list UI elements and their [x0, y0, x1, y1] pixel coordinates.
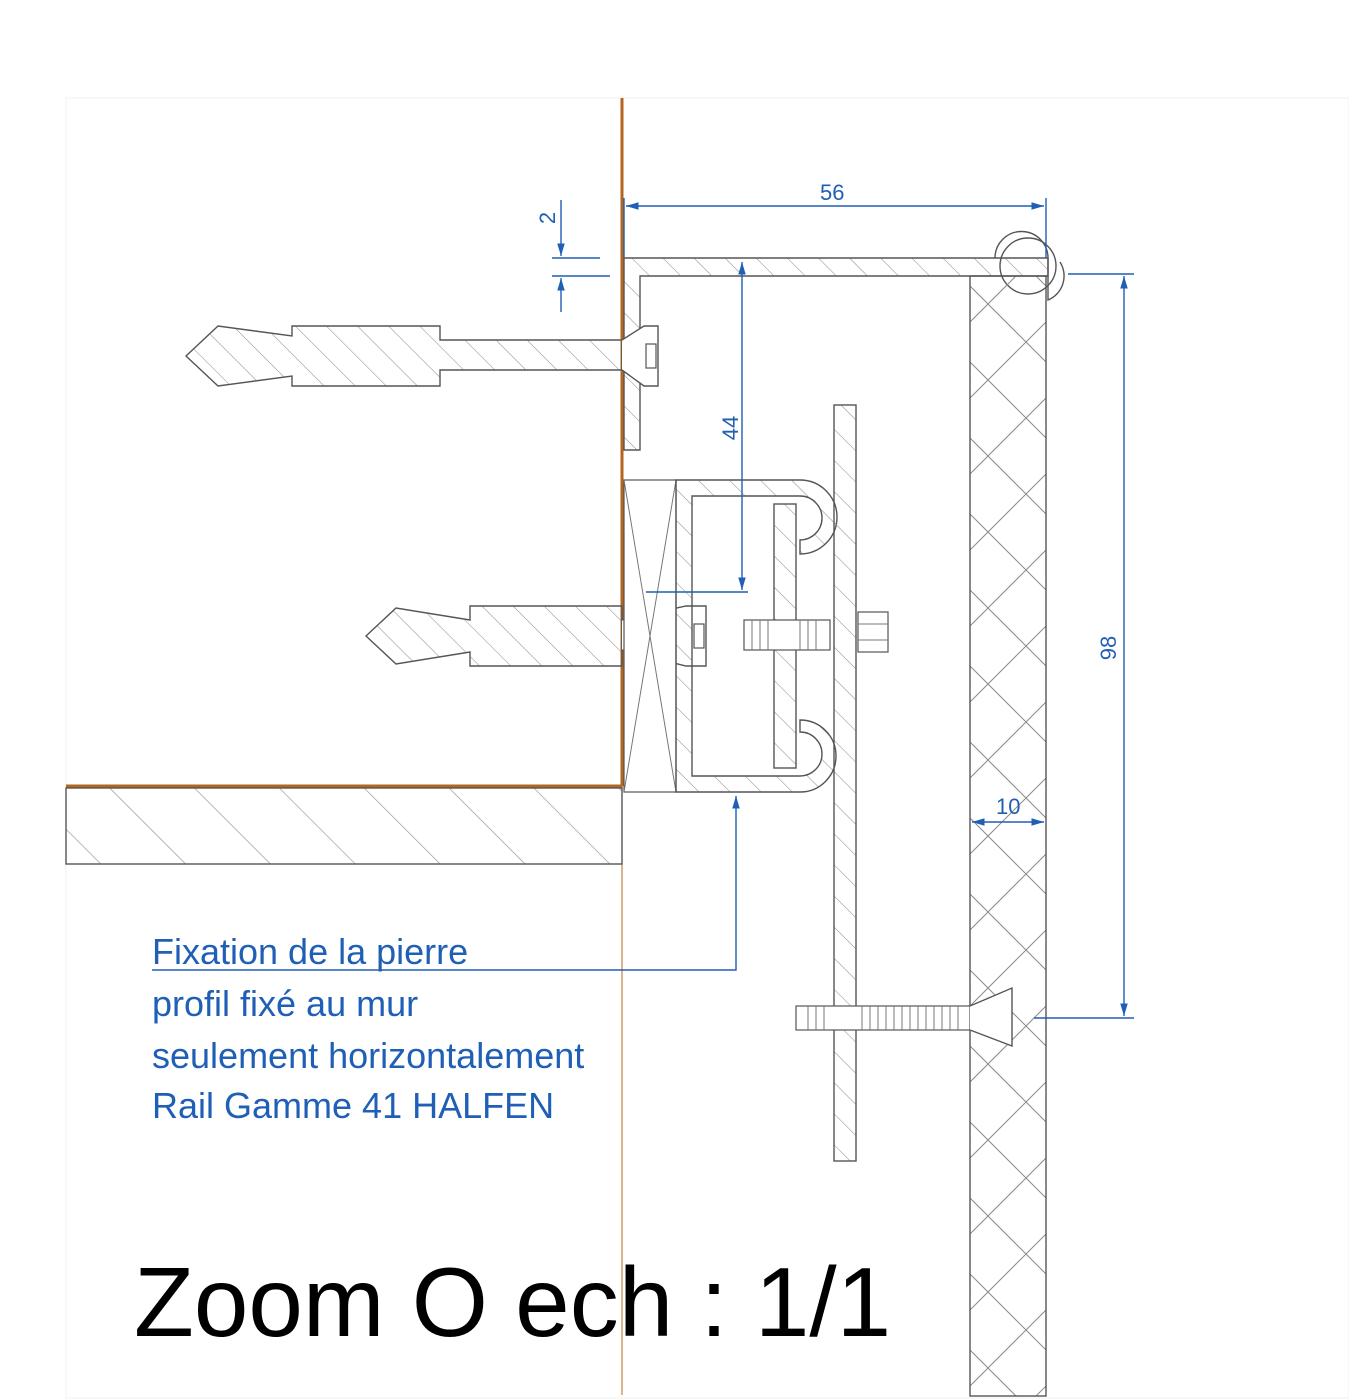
dimension-98	[1034, 273, 1134, 1019]
rail-bolt	[743, 611, 889, 653]
note-line-2: profil fixé au mur	[152, 983, 418, 1024]
lower-slab	[65, 787, 623, 865]
shim-block	[623, 479, 677, 793]
dimension-44	[646, 262, 748, 593]
wall-section	[969, 275, 1047, 1397]
upper-anchor	[184, 325, 659, 387]
dimension-56	[623, 198, 1047, 258]
dimension-44-label: 44	[718, 416, 743, 440]
corner-bead	[994, 230, 1065, 302]
dimension-10-label: 10	[996, 794, 1020, 819]
bracket-plate	[833, 404, 857, 1162]
note-line-3: seulement horizontalement	[152, 1035, 584, 1076]
dimension-98-label: 98	[1096, 636, 1121, 660]
note-line-1: Fixation de la pierre	[152, 931, 468, 972]
drawing-frame	[65, 97, 1349, 1399]
note-leader	[152, 796, 740, 971]
drawing-title: Zoom O ech : 1/1	[134, 1247, 891, 1357]
dimension-2	[552, 200, 610, 312]
dimension-56-label: 56	[820, 180, 844, 205]
note-line-4: Rail Gamme 41 HALFEN	[152, 1085, 554, 1126]
wall-anchor-screw	[795, 986, 1013, 1048]
dimension-2-label: 2	[535, 212, 560, 224]
